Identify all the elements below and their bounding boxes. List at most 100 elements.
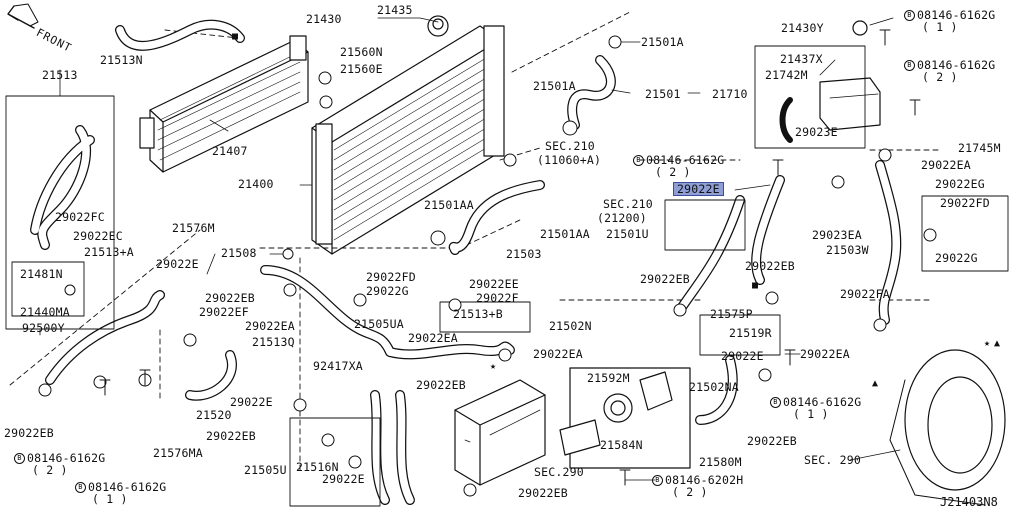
radiator-21400 — [311, 15, 505, 255]
label-21501a-top[interactable]: 21501A — [641, 35, 684, 49]
label-29023e[interactable]: 29023E — [795, 125, 838, 139]
label-21576ma[interactable]: 21576MA — [153, 446, 203, 460]
label-29022eb-b[interactable]: 29022EB — [4, 426, 54, 440]
label-bolt-qty-d: ( 1 ) — [922, 20, 958, 34]
label-21481n[interactable]: 21481N — [20, 267, 63, 281]
label-sec210a-sub: (11060+A) — [537, 153, 602, 167]
label-29023ea[interactable]: 29023EA — [812, 228, 862, 242]
label-21508[interactable]: 21508 — [221, 246, 257, 260]
label-21745m[interactable]: 21745M — [958, 141, 1001, 155]
label-29022eg[interactable]: 29022EG — [935, 177, 985, 191]
label-29022g-a[interactable]: 29022G — [366, 284, 409, 298]
motor-housing — [889, 349, 1006, 506]
label-21513-a[interactable]: 21513+A — [84, 245, 134, 259]
label-29022ea-b[interactable]: 29022EA — [408, 331, 458, 345]
label-21501aa-bot[interactable]: 21501AA — [540, 227, 590, 241]
label-29022eb-h[interactable]: 29022EB — [640, 272, 690, 286]
label-29022fc[interactable]: 29022FC — [55, 210, 105, 224]
label-21580m[interactable]: 21580M — [699, 455, 742, 469]
label-sec290a[interactable]: SEC.290 — [534, 465, 584, 479]
label-21513q[interactable]: 21513Q — [252, 335, 295, 349]
label-21430[interactable]: 21430 — [306, 12, 342, 26]
label-21430y[interactable]: 21430Y — [781, 21, 824, 35]
label-21407[interactable]: 21407 — [212, 144, 248, 158]
label-21513n[interactable]: 21513N — [100, 53, 143, 67]
label-29022fd-b[interactable]: 29022FD — [940, 196, 990, 210]
label-21505ua[interactable]: 21505UA — [354, 317, 404, 331]
label-92500y[interactable]: 92500Y — [22, 321, 65, 335]
label-29022e-c[interactable]: 29022E — [322, 472, 365, 486]
label-29022eb-c[interactable]: 29022EB — [206, 429, 256, 443]
label-21437x[interactable]: 21437X — [780, 52, 823, 66]
label-29022ea-a[interactable]: 29022EA — [245, 319, 295, 333]
triangle-marker-icon: ▲ — [994, 338, 1001, 349]
label-sec210a[interactable]: SEC.210 — [545, 139, 595, 153]
label-29022ee[interactable]: 29022EE — [469, 277, 519, 291]
label-29022f[interactable]: 29022F — [476, 291, 519, 305]
label-29022eb-d[interactable]: 29022EB — [416, 378, 466, 392]
label-21502na[interactable]: 21502NA — [689, 380, 739, 394]
label-21560n[interactable]: 21560N — [340, 45, 383, 59]
label-29022ea-d[interactable]: 29022EA — [921, 158, 971, 172]
label-sec210b[interactable]: SEC.210 — [603, 197, 653, 211]
label-21592m[interactable]: 21592M — [587, 371, 630, 385]
label-21400[interactable]: 21400 — [238, 177, 274, 191]
label-29022e-a[interactable]: 29022E — [156, 257, 199, 271]
label-bolt-qty-f: ( 2 ) — [655, 165, 691, 179]
label-29022ef[interactable]: 29022EF — [199, 305, 249, 319]
label-29022e-highlighted[interactable]: 29022E — [673, 182, 724, 196]
label-bolt-qty-a: ( 2 ) — [32, 463, 68, 477]
label-21584n[interactable]: 21584N — [600, 438, 643, 452]
label-29022e-b[interactable]: 29022E — [230, 395, 273, 409]
label-21501[interactable]: 21501 — [645, 87, 681, 101]
label-21513[interactable]: 21513 — [42, 68, 78, 82]
label-sec290b[interactable]: SEC. 290 — [804, 453, 861, 467]
label-29022fd-a[interactable]: 29022FD — [366, 270, 416, 284]
label-21560e[interactable]: 21560E — [340, 62, 383, 76]
label-21513-b[interactable]: 21513+B — [453, 307, 503, 321]
label-21516n[interactable]: 21516N — [296, 460, 339, 474]
label-29022eb-f[interactable]: 29022EB — [747, 434, 797, 448]
label-21440ma[interactable]: 21440MA — [20, 305, 70, 319]
label-21505u[interactable]: 21505U — [244, 463, 287, 477]
label-21502n[interactable]: 21502N — [549, 319, 592, 333]
label-21519r[interactable]: 21519R — [729, 326, 772, 340]
label-21501u[interactable]: 21501U — [606, 227, 649, 241]
label-sec210b-sub: (21200) — [597, 211, 647, 225]
label-29022fa[interactable]: 29022FA — [840, 287, 890, 301]
label-21520[interactable]: 21520 — [196, 408, 232, 422]
label-21575p[interactable]: 21575P — [710, 307, 753, 321]
label-29022eb-a[interactable]: 29022EB — [205, 291, 255, 305]
square-marker-icon: ■ — [232, 31, 239, 42]
label-21503[interactable]: 21503 — [506, 247, 542, 261]
label-21501a-mid[interactable]: 21501A — [533, 79, 576, 93]
label-21742m[interactable]: 21742M — [765, 68, 808, 82]
label-29022ea-c[interactable]: 29022EA — [533, 347, 583, 361]
diagram-reference: J21403N8 — [940, 495, 998, 509]
label-21710[interactable]: 21710 — [712, 87, 748, 101]
label-bolt-qty-b: ( 1 ) — [92, 492, 128, 506]
label-92417xa[interactable]: 92417XA — [313, 359, 363, 373]
condenser-21407 — [139, 35, 309, 173]
label-29022ea-e[interactable]: 29022EA — [800, 347, 850, 361]
label-29022eb-g[interactable]: 29022EB — [745, 259, 795, 273]
label-21576m[interactable]: 21576M — [172, 221, 215, 235]
label-29022ec[interactable]: 29022EC — [73, 229, 123, 243]
triangle-marker-icon: ▲ — [872, 378, 879, 389]
label-29022eb-e[interactable]: 29022EB — [518, 486, 568, 500]
label-bolt-qty-g: ( 1 ) — [793, 407, 829, 421]
label-21503w[interactable]: 21503W — [826, 243, 869, 257]
label-29022g-b[interactable]: 29022G — [935, 251, 978, 265]
label-21501aa-top[interactable]: 21501AA — [424, 198, 474, 212]
label-21435[interactable]: 21435 — [377, 3, 413, 17]
label-29022e-d[interactable]: 29022E — [721, 349, 764, 363]
